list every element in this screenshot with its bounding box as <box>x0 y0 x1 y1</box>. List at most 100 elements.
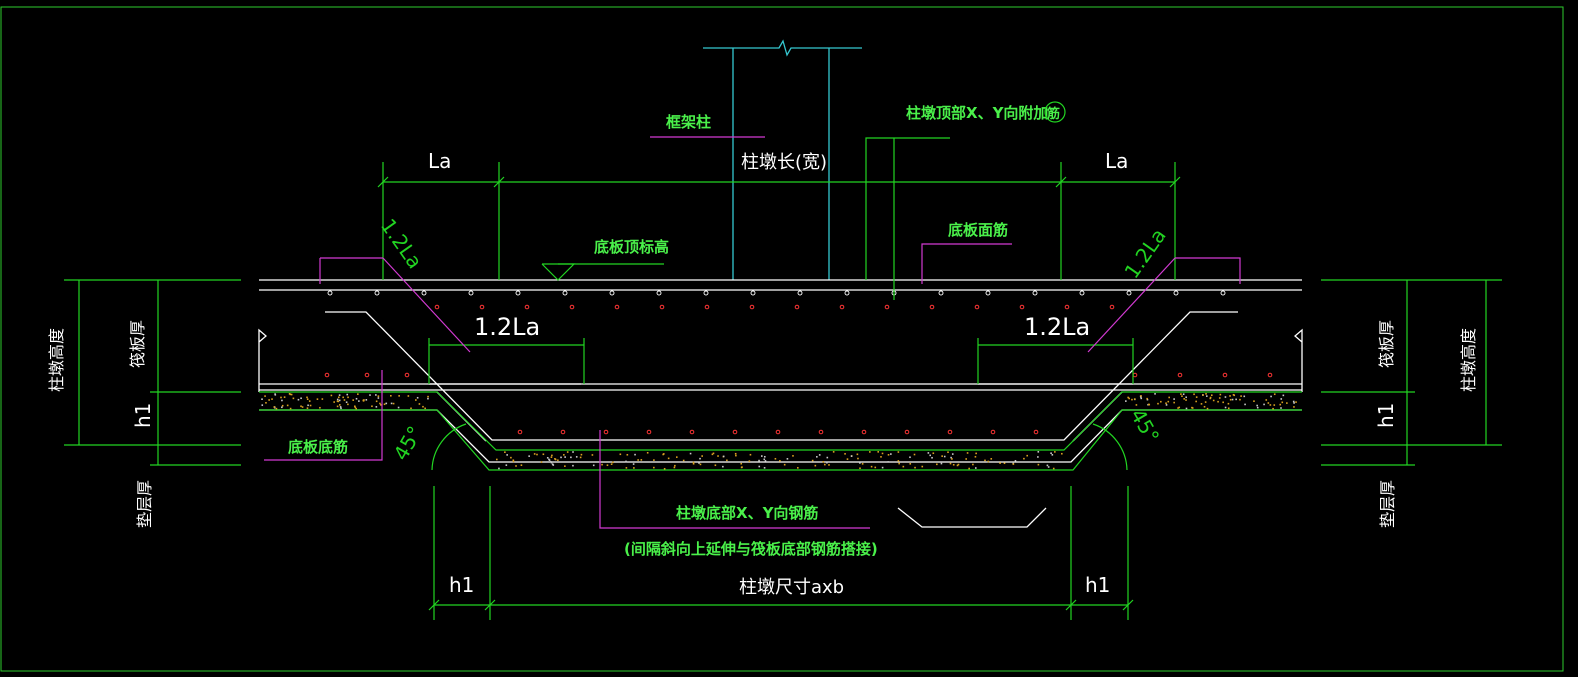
cushion-speck <box>1292 400 1295 403</box>
cushion-speck <box>869 451 871 453</box>
rebar-section-dot <box>974 304 980 310</box>
cushion-speck <box>352 399 355 401</box>
cushion-speck <box>692 462 695 465</box>
cushion-speck <box>764 460 767 462</box>
cushion-speck <box>301 406 304 408</box>
cushion-speck <box>418 403 421 405</box>
angle-left: 45° <box>389 422 428 465</box>
cushion-speck <box>319 406 321 409</box>
cushion-speck <box>390 402 393 405</box>
cushion-speck <box>342 396 344 399</box>
rebar-section-dot <box>904 429 910 435</box>
cushion-speck <box>714 464 717 467</box>
cushion-speck <box>974 467 977 469</box>
cushion-speck <box>814 464 817 467</box>
cushion-speck <box>292 397 295 400</box>
cushion-speck <box>300 405 302 408</box>
cushion-speck <box>306 407 309 409</box>
cushion-speck <box>792 455 794 457</box>
cushion-speck <box>566 451 569 453</box>
cushion-speck <box>1173 398 1175 400</box>
rebar-section-dot <box>929 304 935 310</box>
cushion-speck <box>1219 393 1222 396</box>
cushion-speck <box>1023 457 1025 460</box>
cushion-speck <box>929 454 931 457</box>
cushion-speck <box>268 399 270 401</box>
cushion-speck <box>1173 401 1175 404</box>
cushion-speck <box>288 393 291 395</box>
pier-bottom-rebar-bend <box>325 311 1238 441</box>
cushion-speck <box>1168 396 1170 399</box>
cushion-speck <box>881 452 884 455</box>
cushion-speck <box>1229 398 1232 401</box>
frame-column-label: 框架柱 <box>666 113 711 131</box>
cushion-speck <box>1146 398 1149 401</box>
cushion-speck <box>832 451 835 453</box>
cushion-speck <box>1014 460 1017 462</box>
cushion-speck <box>355 397 358 400</box>
rebar-section-dot <box>517 429 523 435</box>
cushion-speck <box>748 460 751 462</box>
cushion-speck <box>520 464 523 466</box>
rebar-section-dot <box>1109 304 1115 310</box>
rebar-section-dot <box>614 304 620 310</box>
cushion-speck <box>283 396 286 398</box>
cushion-speck <box>1140 395 1142 397</box>
dim-12la-right-diag: 1.2La <box>1119 224 1170 283</box>
cushion-speck <box>336 405 339 408</box>
rebar-section-dot <box>732 429 738 435</box>
cushion-speck <box>1185 407 1188 410</box>
dim-12la-left-diag: 1.2La <box>376 214 427 273</box>
cushion-speck <box>347 403 349 406</box>
cushion-speck <box>1195 400 1197 403</box>
slab-top-rebar-dot <box>656 290 662 296</box>
cushion-speck <box>377 397 380 399</box>
cushion-speck <box>774 457 777 460</box>
cushion-speck <box>548 459 551 462</box>
cushion-speck <box>1178 406 1181 409</box>
cushion-speck <box>540 461 543 463</box>
cushion-speck <box>699 457 701 460</box>
cushion-speck <box>591 454 594 456</box>
slab-top-rebar-dot <box>703 290 709 296</box>
cushion-speck <box>1295 401 1297 403</box>
slab-top-rebar-dot <box>515 290 521 296</box>
dim-12la-right: 1.2La <box>1024 313 1090 341</box>
cushion-speck <box>506 454 508 456</box>
cushion-speck <box>740 466 743 469</box>
cushion-speck <box>601 463 603 466</box>
cushion-speck <box>887 461 889 463</box>
cushion-speck <box>824 463 826 466</box>
cushion-speck <box>281 406 283 409</box>
side-raft-thickness-left: 筏板厚 <box>128 320 147 368</box>
rebar-section-dot <box>1222 372 1228 378</box>
cushion-speck <box>1224 396 1227 398</box>
cushion-speck <box>722 455 725 458</box>
cushion-speck <box>1217 400 1219 403</box>
cushion-speck <box>675 456 678 458</box>
cushion-speck <box>1273 404 1276 406</box>
cushion-speck <box>579 456 582 459</box>
dimension-lines <box>64 137 1502 620</box>
cushion-speck <box>674 464 676 467</box>
cushion-speck <box>321 398 324 400</box>
cushion-speck <box>316 398 319 400</box>
cushion-speck <box>1012 463 1015 465</box>
cushion-speck <box>890 453 892 455</box>
cushion-speck <box>1131 398 1133 401</box>
cushion-speck <box>1051 454 1054 456</box>
cushion-speck <box>726 459 728 462</box>
cushion-speck <box>1135 404 1138 406</box>
cushion-speck <box>307 404 309 407</box>
cushion-speck <box>701 455 703 457</box>
cushion-speck <box>415 399 417 401</box>
rebar-section-dot <box>1132 372 1138 378</box>
cushion-speck <box>763 458 766 461</box>
cushion-speck <box>1128 397 1130 400</box>
cushion-speck <box>968 467 970 470</box>
cushion-speck <box>1218 397 1221 399</box>
leader-lines <box>264 136 1241 529</box>
cushion-speck <box>1263 403 1265 406</box>
cushion-speck <box>261 398 263 400</box>
cushion-speck <box>1160 400 1162 403</box>
